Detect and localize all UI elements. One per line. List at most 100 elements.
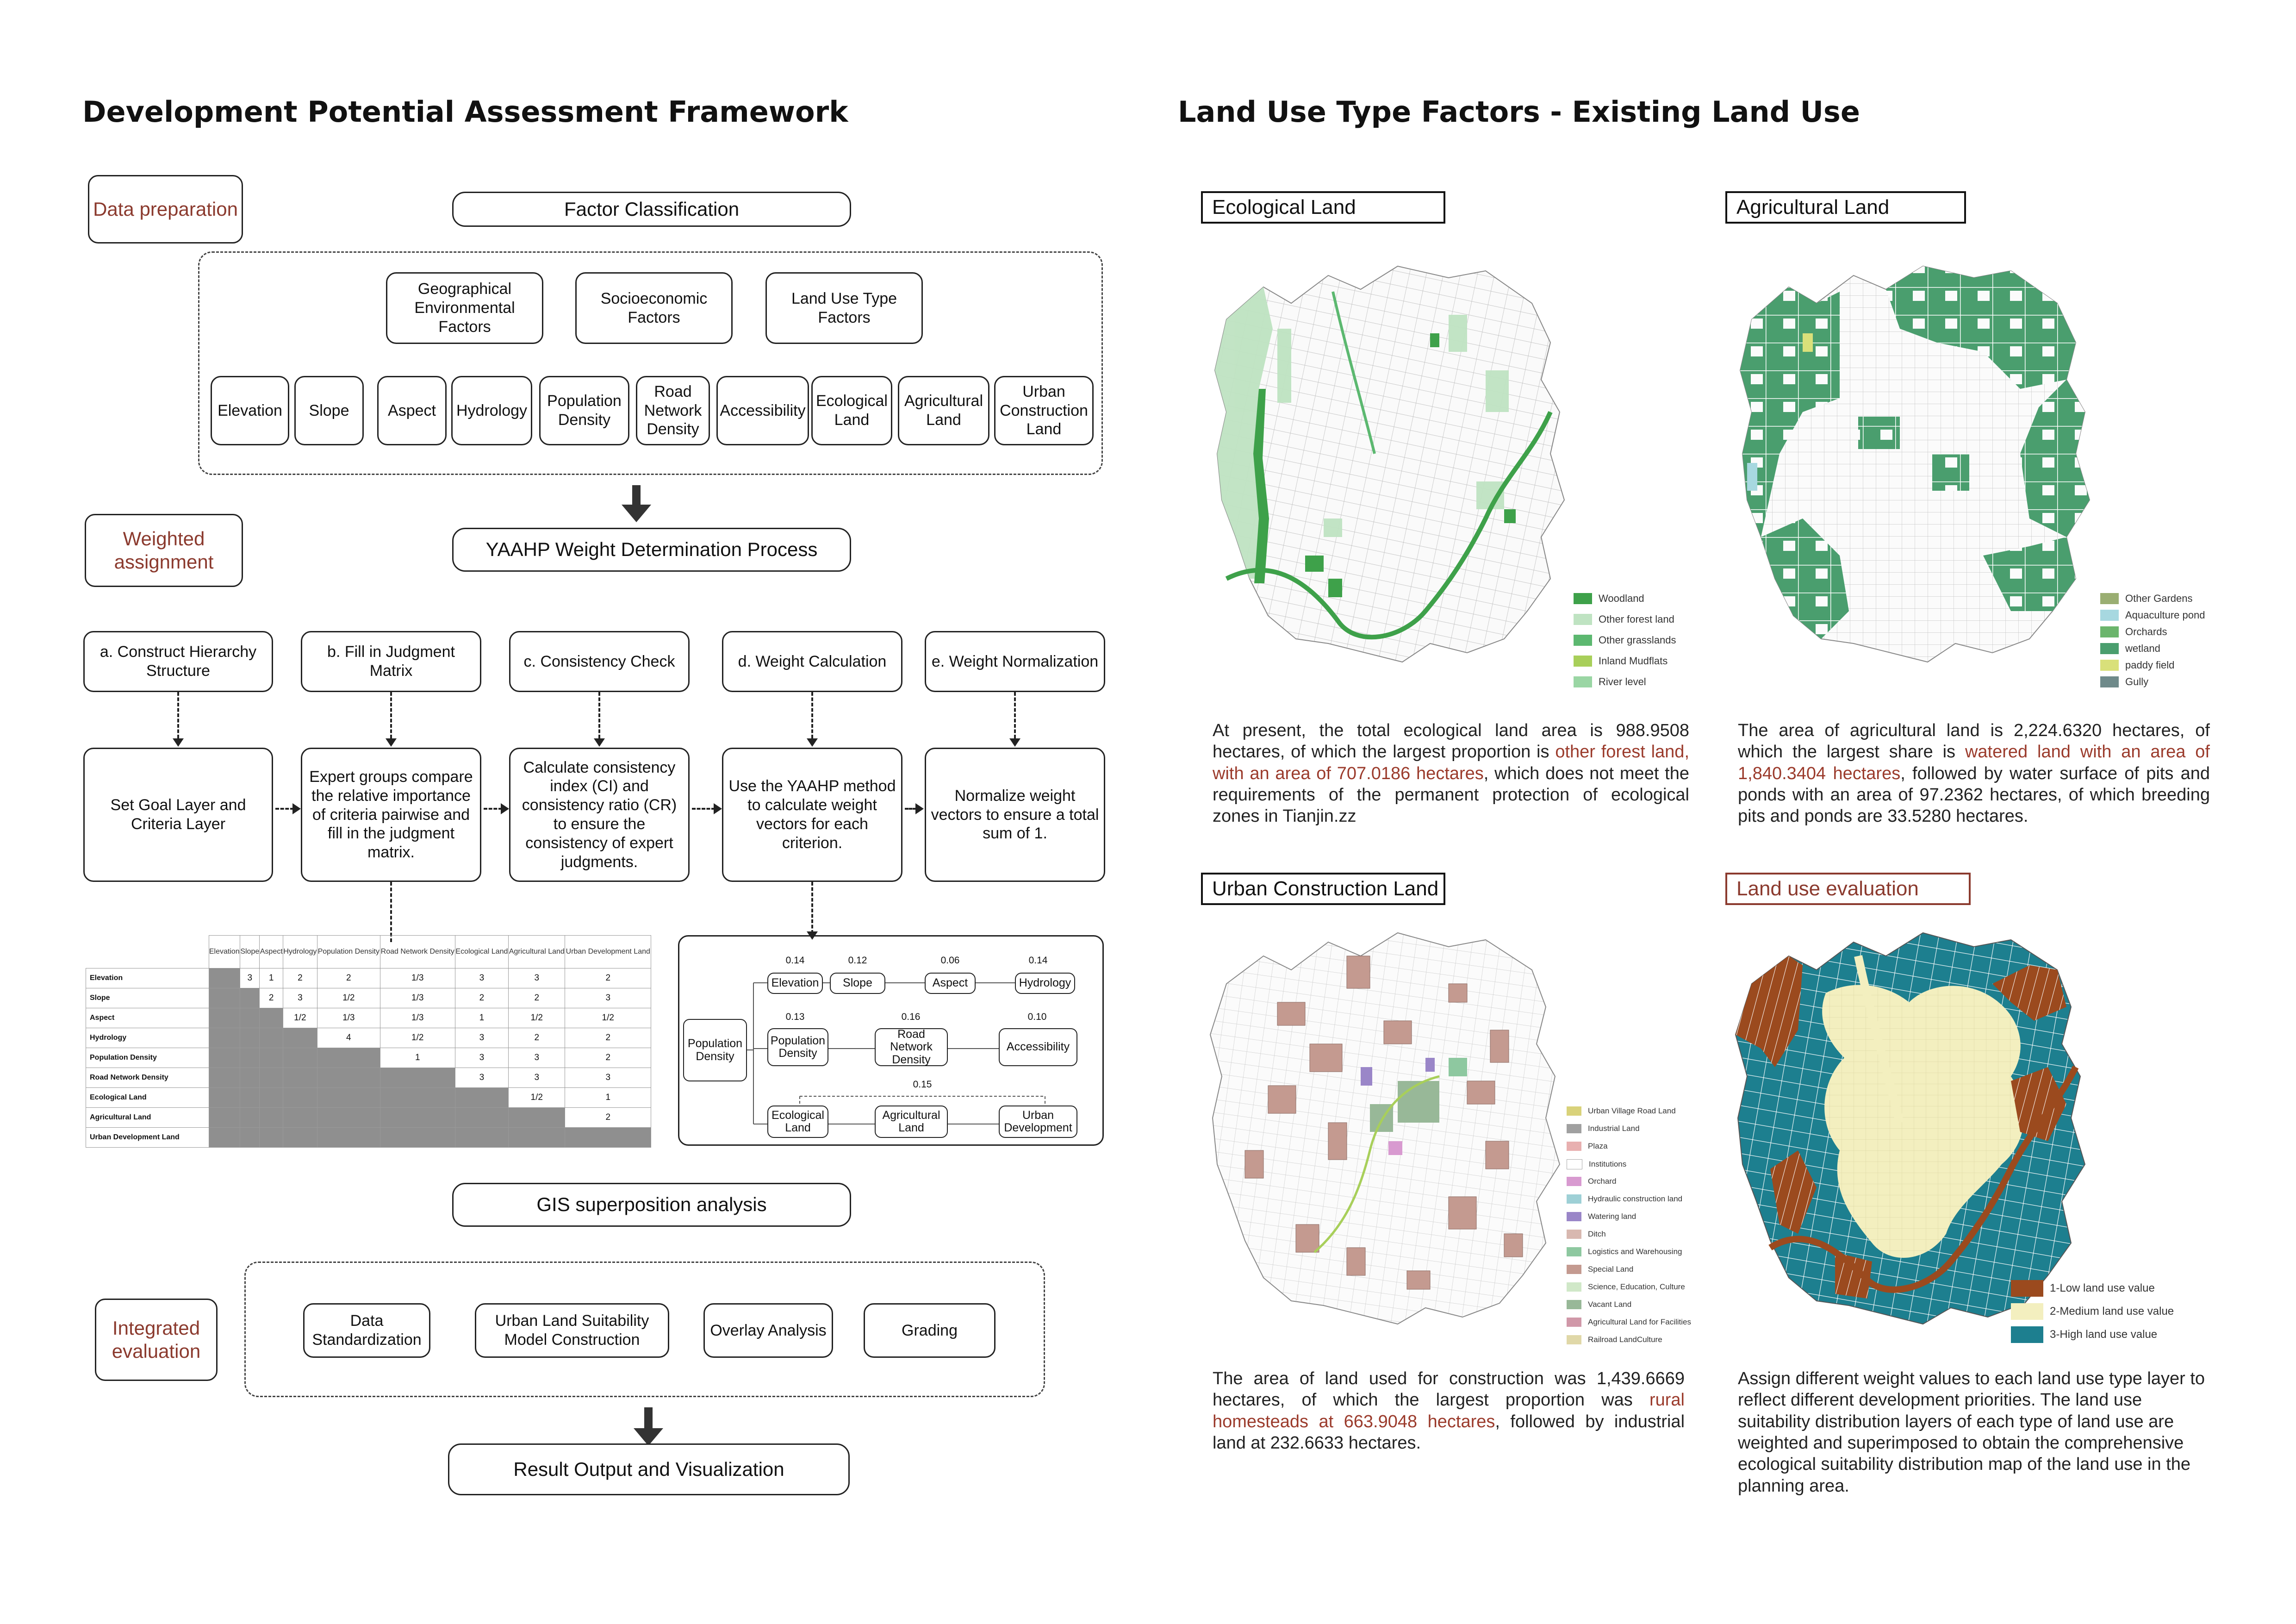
legend-label: Railroad LandCulture [1588, 1335, 1662, 1344]
urban-description: The area of land used for construction w… [1213, 1368, 1685, 1454]
node-elevation: Elevation [767, 973, 823, 994]
matrix-cell: 2 [565, 1028, 651, 1048]
weight-label: 0.06 [940, 955, 960, 966]
step-overlay-analysis: Overlay Analysis [703, 1303, 833, 1358]
land-use-title: Land Use Type Factors - Existing Land Us… [1178, 95, 1860, 129]
matrix-row-header: Elevation [86, 968, 209, 988]
matrix-cell [380, 1127, 455, 1148]
matrix-cell: 3 [282, 988, 317, 1008]
matrix-cell: 2 [565, 968, 651, 988]
matrix-cell [508, 1127, 566, 1148]
matrix-cell [282, 1107, 317, 1128]
matrix-cell [380, 1107, 455, 1128]
legend-item: Urban Village Road Land [1567, 1106, 1676, 1116]
legend-label: 1-Low land use value [2050, 1282, 2155, 1294]
connector [905, 808, 916, 810]
matrix-cell [208, 1107, 241, 1128]
legend-item: Watering land [1567, 1212, 1636, 1221]
matrix-cell [259, 1048, 283, 1068]
factor-hydrology: Hydrology [451, 376, 532, 445]
evaluation-description: Assign different weight values to each l… [1738, 1369, 2205, 1496]
urban-construction-map [1209, 932, 1561, 1325]
legend-swatch [1574, 635, 1592, 646]
text-part: , followed by industrial land at 232.663… [1213, 1412, 1685, 1453]
matrix-cell: 3 [454, 968, 509, 988]
legend-label: Plaza [1588, 1142, 1608, 1150]
arrow-head-icon [501, 803, 509, 814]
legend-item: Other forest land [1574, 613, 1674, 625]
arrow-head-icon [714, 803, 722, 814]
matrix-cell [454, 1107, 509, 1128]
result-output-box: Result Output and Visualization [448, 1443, 850, 1495]
weight-label: 0.13 [785, 1012, 805, 1022]
connector [484, 808, 502, 810]
matrix-cell: 1/3 [317, 1008, 380, 1028]
legend-item: Hydraulic construction land [1567, 1194, 1682, 1204]
legend-item: Plaza [1567, 1142, 1608, 1151]
legend-item: Industrial Land [1567, 1124, 1640, 1133]
matrix-col-header: Slope [240, 935, 260, 968]
matrix-row-header: Hydrology [86, 1028, 209, 1048]
matrix-cell: 2 [508, 988, 566, 1008]
legend-label: paddy field [2125, 659, 2175, 671]
legend-swatch [1574, 593, 1592, 604]
matrix-cell: 3 [565, 1068, 651, 1088]
matrix-cell [208, 988, 241, 1008]
matrix-cell: 2 [508, 1028, 566, 1048]
matrix-cell [208, 1127, 241, 1148]
connector [390, 882, 392, 942]
matrix-cell: 1 [565, 1087, 651, 1108]
step-grading: Grading [864, 1303, 996, 1358]
matrix-cell: 3 [508, 1048, 566, 1068]
legend-item: River level [1574, 676, 1646, 688]
matrix-cell [317, 1048, 380, 1068]
step-c-body: Calculate consistency index (CI) and con… [509, 748, 690, 882]
matrix-cell: 2 [282, 968, 317, 988]
weight-label: 0.14 [785, 955, 805, 966]
text-part: The area of land used for construction w… [1213, 1369, 1685, 1410]
legend-label: Orchards [2125, 626, 2167, 637]
legend-swatch [1567, 1142, 1581, 1151]
matrix-cell [208, 968, 241, 988]
legend-label: Logistics and Warehousing [1588, 1247, 1682, 1256]
node-road-network-density: Road Network Density [875, 1028, 948, 1066]
matrix-cell: 2 [565, 1048, 651, 1068]
legend-swatch [1574, 614, 1592, 625]
map-label-evaluation: Land use evaluation [1725, 873, 1971, 905]
text-part: At present, the total ecological land ar… [1213, 721, 1689, 762]
legend-item: Special Land [1567, 1265, 1633, 1274]
matrix-cell [240, 1087, 260, 1108]
step-b-head: b. Fill in Judgment Matrix [301, 631, 481, 692]
map-label-agricultural: Agricultural Land [1725, 191, 1966, 224]
matrix-cell: 1/2 [317, 988, 380, 1008]
down-arrow-shaft-2 [644, 1407, 653, 1430]
matrix-cell [259, 1068, 283, 1088]
legend-item: Railroad LandCulture [1567, 1335, 1662, 1344]
matrix-cell: 3 [565, 988, 651, 1008]
weight-label: 0.16 [901, 1012, 921, 1022]
matrix-cell: 1 [259, 968, 283, 988]
legend-swatch [1574, 676, 1592, 687]
legend-label: Institutions [1589, 1160, 1627, 1168]
map-label-urban: Urban Construction Land [1201, 873, 1445, 905]
hierarchy-root: Population Density [683, 1019, 747, 1081]
factor-road-network-density: Road Network Density [636, 376, 710, 445]
matrix-row-header: Slope [86, 988, 209, 1008]
legend-item: 1-Low land use value [2011, 1280, 2155, 1297]
matrix-cell: 1/2 [380, 1028, 455, 1048]
matrix-cell [240, 1048, 260, 1068]
legend-swatch [1567, 1282, 1581, 1292]
factor-accessibility: Accessibility [716, 376, 809, 445]
matrix-cell [240, 1127, 260, 1148]
legend-item: Aquaculture pond [2100, 609, 2205, 621]
matrix-cell [240, 1028, 260, 1048]
matrix-cell [259, 1028, 283, 1048]
factor-slope: Slope [294, 376, 364, 445]
matrix-cell: 4 [317, 1028, 380, 1048]
matrix-cell [208, 1068, 241, 1088]
legend-swatch [1567, 1230, 1581, 1239]
factor-ecological-land: Ecological Land [811, 376, 892, 445]
